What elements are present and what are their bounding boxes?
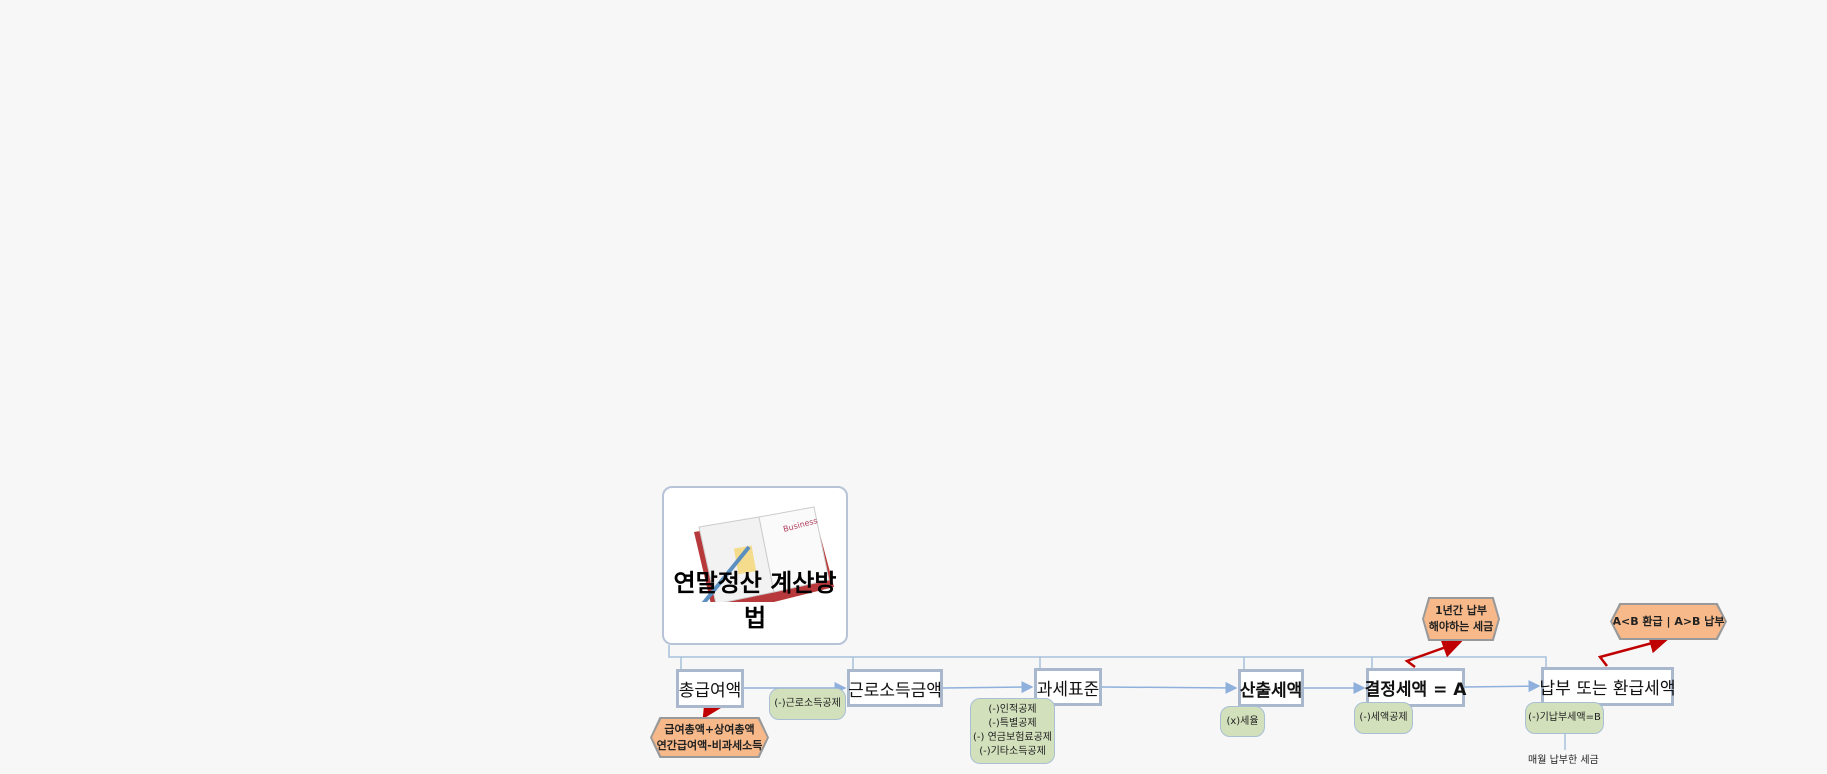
income-deduction: (-)근로소득공제 [769, 688, 846, 720]
gross-note-line: 연간급여액-비과세소득 [656, 738, 763, 752]
result-note-text: A<B 환급 | A>B 납부 [1612, 614, 1725, 628]
tax-rate: (x)세율 [1220, 706, 1265, 737]
tax-credit-text: (-)세액공제 [1359, 712, 1408, 723]
prepaid-tax: (-)기납부세액=B [1525, 702, 1604, 734]
deduction-line: (-)특별공제 [988, 718, 1037, 729]
result-note: A<B 환급 | A>B 납부 [1612, 605, 1725, 638]
monthly-note: 매월 납부한 세금 [1528, 755, 1599, 766]
step-earned-income: 근로소득금액 [847, 669, 943, 707]
step-determined-tax: 결정세액 = A [1365, 668, 1466, 707]
income-deduction-text: (-)근로소득공제 [774, 698, 841, 709]
prepaid-tax-text: (-)기납부세액=B [1528, 712, 1601, 723]
step-gross-pay: 총급여액 [676, 669, 744, 708]
annual-note-line: 1년간 납부 [1435, 604, 1487, 617]
planner-book-icon: Business [694, 506, 834, 602]
title-card: Business 연말정산 계산방법 [662, 486, 848, 645]
gross-note: 급여총액+상여총액 연간급여액-비과세소득 [652, 719, 767, 756]
gross-note-line: 급여총액+상여총액 [664, 722, 755, 736]
tax-credit: (-)세액공제 [1354, 702, 1413, 734]
tax-rate-text: (x)세율 [1226, 715, 1259, 727]
title-text: 연말정산 계산방법 [673, 569, 837, 632]
step-tax-base: 과세표준 [1034, 668, 1102, 706]
annual-note: 1년간 납부 해야하는 세금 [1424, 599, 1498, 639]
standard-deductions: (-)인적공제 (-)특별공제 (-) 연금보험료공제 (-)기타소득공제 [970, 698, 1055, 764]
deduction-line: (-) 연금보험료공제 [973, 732, 1052, 743]
deduction-line: (-)인적공제 [988, 704, 1037, 715]
step-calculated-tax: 산출세액 [1238, 669, 1304, 707]
annual-note-line: 해야하는 세금 [1428, 620, 1494, 633]
deduction-line: (-)기타소득공제 [979, 746, 1046, 757]
step-payment-refund: 납부 또는 환급세액 [1540, 667, 1675, 706]
